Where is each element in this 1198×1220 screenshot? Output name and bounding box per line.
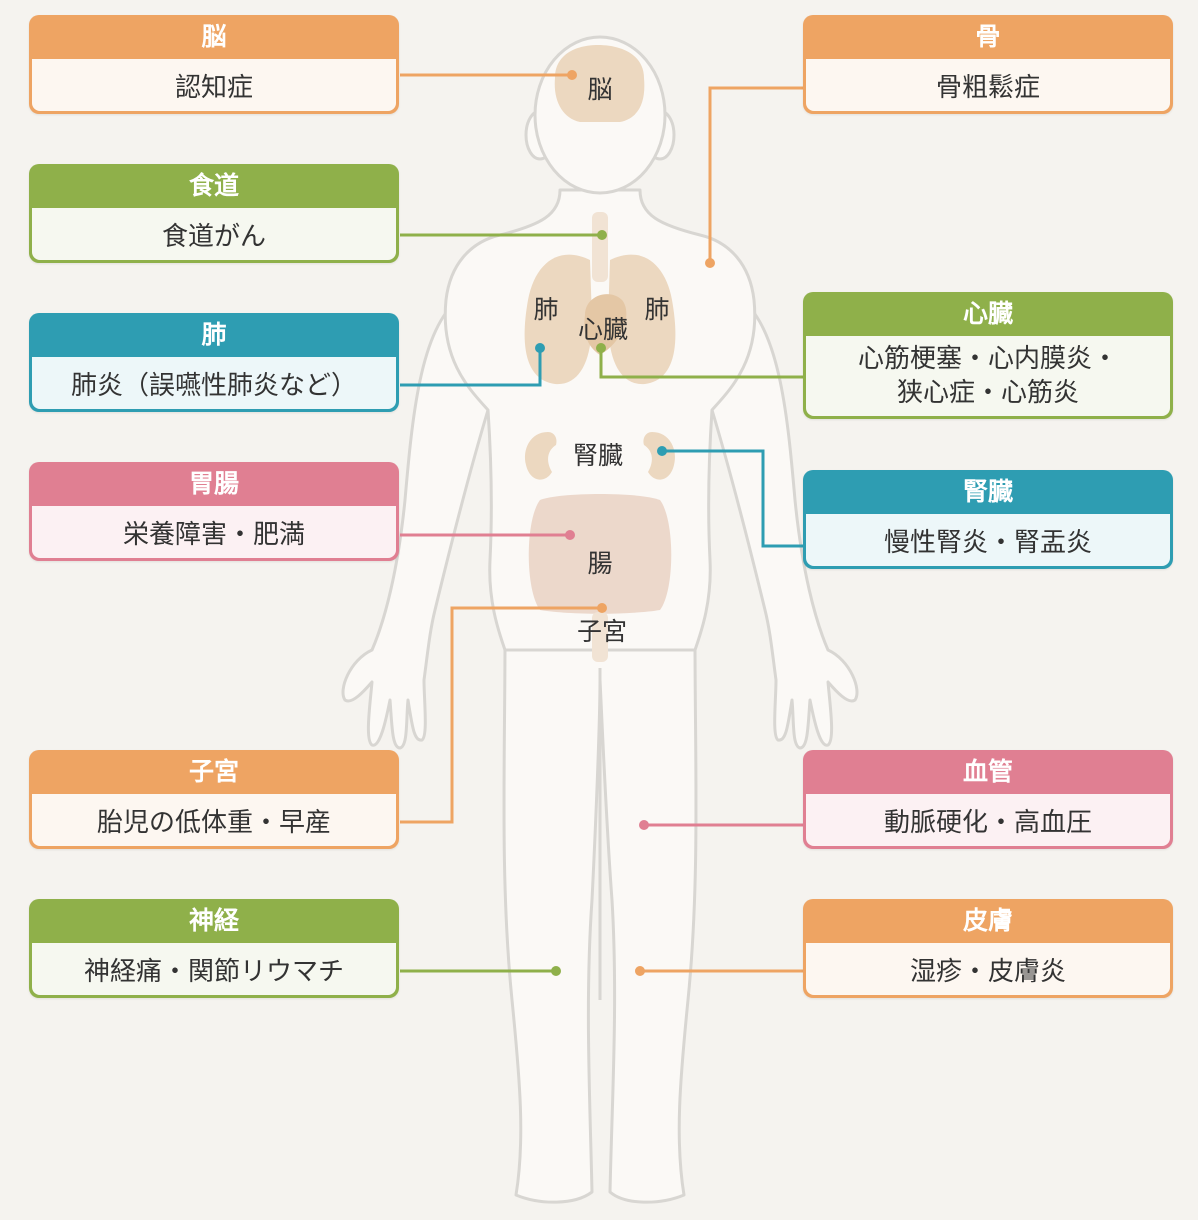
box-kidney-title: 腎臓 bbox=[962, 477, 1013, 506]
lung-right-organ bbox=[608, 254, 676, 385]
box-esophagus: 食道 食道がん bbox=[29, 164, 399, 263]
esophagus-organ bbox=[592, 212, 608, 282]
connector-dots bbox=[535, 70, 715, 976]
box-heart-text: 心筋梗塞・心内膜炎・ 狭心症・心筋炎 bbox=[806, 336, 1170, 416]
box-lung-text: 肺炎（誤嚥性肺炎など） bbox=[32, 357, 396, 409]
gut-dot bbox=[565, 530, 575, 540]
box-gut-title: 胃腸 bbox=[188, 469, 239, 498]
esophagus-dot bbox=[597, 230, 607, 240]
bone-connector bbox=[708, 86, 803, 263]
organ-label-lung-right: 肺 bbox=[644, 295, 670, 324]
heart-connector bbox=[599, 348, 803, 379]
box-uterus-title: 子宮 bbox=[188, 757, 239, 786]
box-bone-title: 骨 bbox=[975, 22, 1001, 51]
lung-dot bbox=[535, 343, 545, 353]
box-vessel-title: 血管 bbox=[962, 757, 1013, 786]
box-heart-title: 心臓 bbox=[962, 299, 1013, 328]
box-kidney-text: 慢性腎炎・腎盂炎 bbox=[806, 514, 1170, 566]
box-heart: 心臓 心筋梗塞・心内膜炎・ 狭心症・心筋炎 bbox=[803, 292, 1173, 419]
box-vessel-text: 動脈硬化・高血圧 bbox=[806, 794, 1170, 846]
organ-label-brain: 脳 bbox=[587, 75, 613, 104]
nerve-dot bbox=[551, 966, 561, 976]
kidney-right-organ bbox=[643, 432, 676, 480]
box-brain-title: 脳 bbox=[201, 22, 227, 51]
heart-organ bbox=[584, 294, 627, 355]
box-brain-text: 認知症 bbox=[32, 59, 396, 111]
box-gut-text: 栄養障害・肥満 bbox=[32, 506, 396, 558]
brain-organ bbox=[554, 45, 645, 122]
organ-label-heart: 心臓 bbox=[577, 315, 629, 344]
box-brain: 脳 認知症 bbox=[29, 15, 399, 114]
intestine-organ bbox=[528, 494, 672, 614]
kidney-dot bbox=[657, 446, 667, 456]
box-lung-title: 肺 bbox=[201, 320, 227, 349]
connectors bbox=[400, 73, 803, 973]
vessel-dot bbox=[639, 820, 649, 830]
skin-dot bbox=[635, 966, 645, 976]
box-kidney: 腎臓 慢性腎炎・腎盂炎 bbox=[803, 470, 1173, 569]
uterus-dot bbox=[597, 603, 607, 613]
box-esophagus-text: 食道がん bbox=[32, 208, 396, 260]
box-nerve-text: 神経痛・関節リウマチ bbox=[32, 943, 396, 995]
organs bbox=[524, 45, 676, 662]
organ-label-uterus: 子宮 bbox=[576, 617, 628, 646]
box-uterus-text: 胎児の低体重・早産 bbox=[32, 794, 396, 846]
heart-dot bbox=[596, 343, 606, 353]
box-nerve: 神経 神経痛・関節リウマチ bbox=[29, 899, 399, 998]
box-bone: 骨 骨粗鬆症 bbox=[803, 15, 1173, 114]
organ-label-intestine: 腸 bbox=[587, 549, 613, 578]
box-uterus: 子宮 胎児の低体重・早産 bbox=[29, 750, 399, 849]
kidney-left-organ bbox=[524, 432, 557, 480]
lung-connector bbox=[400, 348, 542, 387]
box-skin: 皮膚 湿疹・皮膚炎 bbox=[803, 899, 1173, 998]
brain-dot bbox=[567, 70, 577, 80]
box-nerve-title: 神経 bbox=[188, 906, 239, 935]
kidney-connector bbox=[662, 449, 803, 548]
box-skin-text: 湿疹・皮膚炎 bbox=[806, 943, 1170, 995]
box-bone-text: 骨粗鬆症 bbox=[806, 59, 1170, 111]
box-vessel: 血管 動脈硬化・高血圧 bbox=[803, 750, 1173, 849]
box-esophagus-title: 食道 bbox=[188, 171, 239, 200]
uterus-connector bbox=[400, 606, 602, 824]
organ-label-lung-left: 肺 bbox=[533, 295, 559, 324]
bone-dot bbox=[705, 258, 715, 268]
uterus-organ bbox=[592, 612, 608, 662]
organ-label-kidney: 腎臓 bbox=[572, 441, 624, 470]
box-heart-text-line1: 心筋梗塞・心内膜炎・ bbox=[857, 344, 1118, 374]
box-heart-text-line2: 狭心症・心筋炎 bbox=[896, 378, 1079, 408]
box-lung: 肺 肺炎（誤嚥性肺炎など） bbox=[29, 313, 399, 412]
box-gut: 胃腸 栄養障害・肥満 bbox=[29, 462, 399, 561]
box-skin-title: 皮膚 bbox=[962, 906, 1013, 935]
